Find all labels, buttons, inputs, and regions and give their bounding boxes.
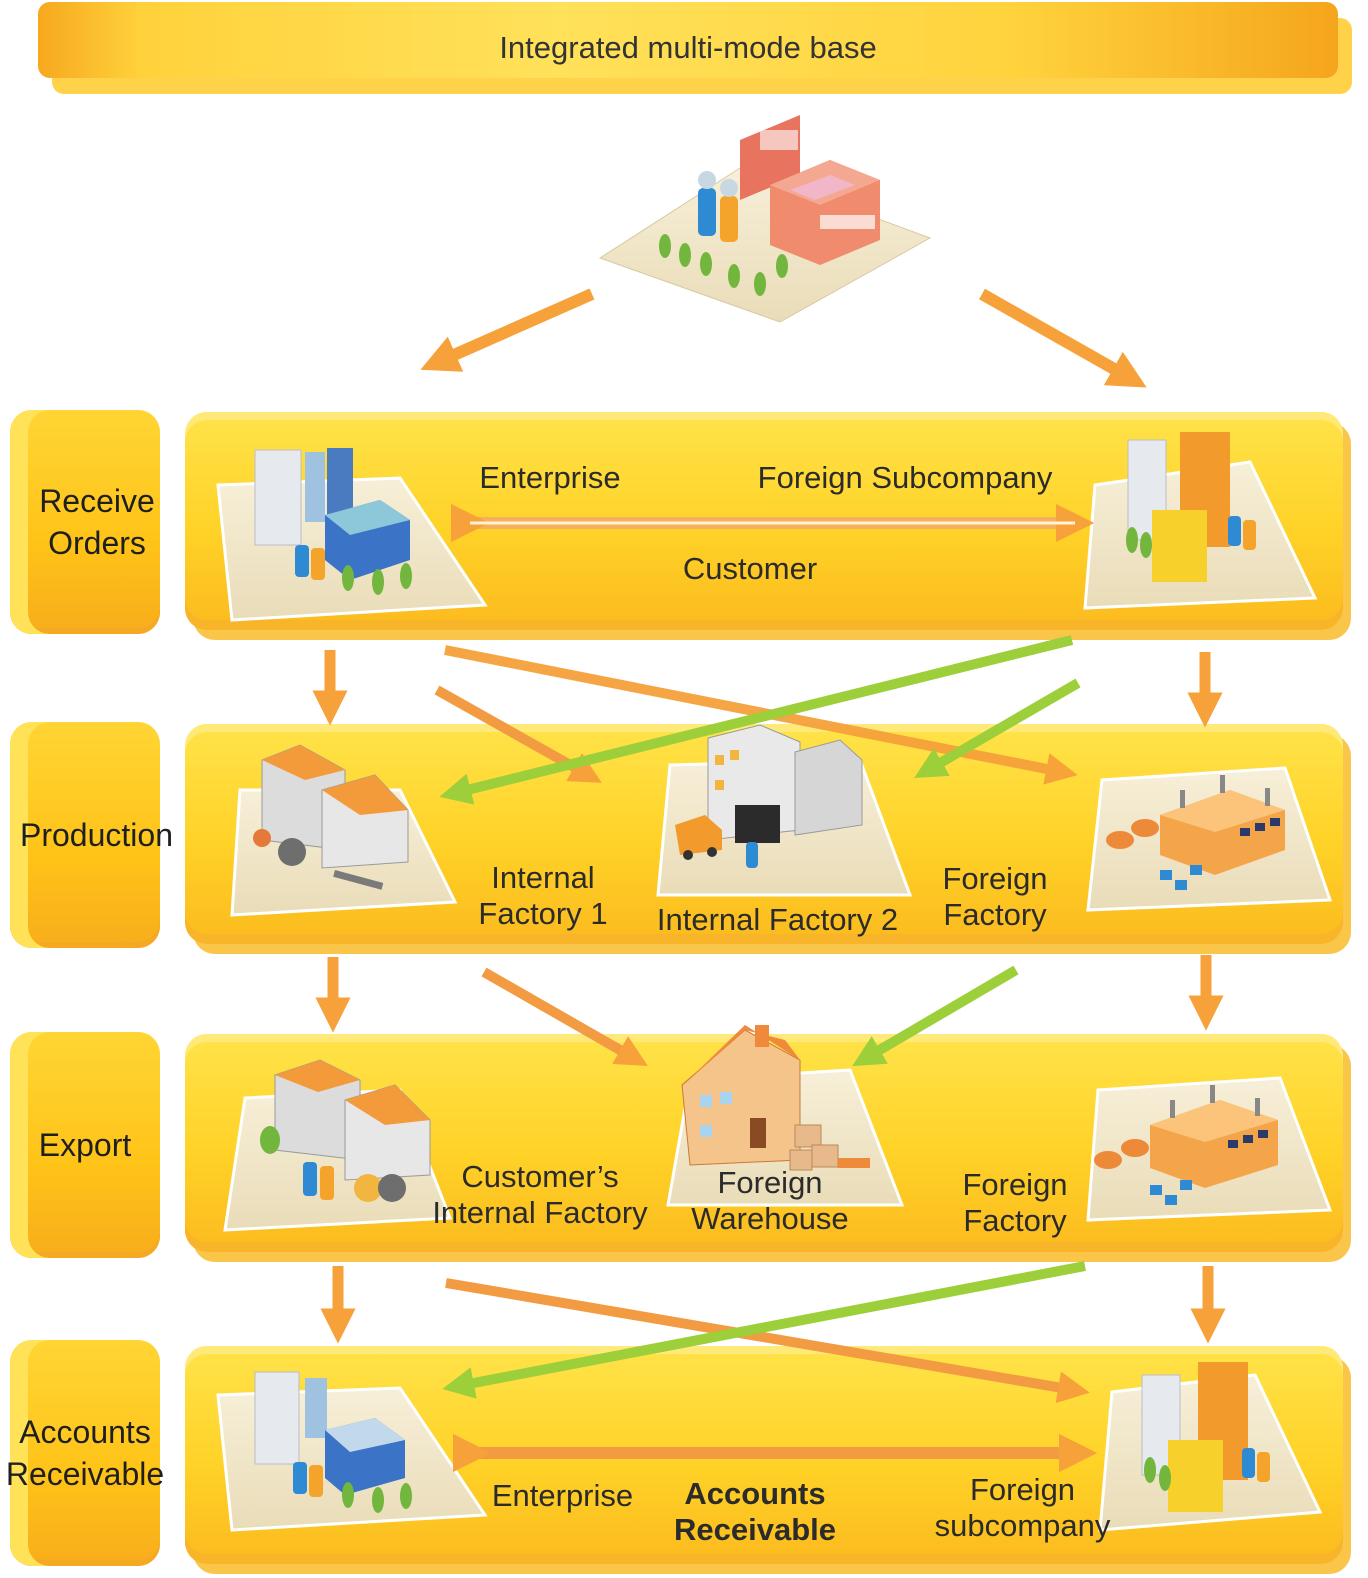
foreign-factory-export-label: Foreign Factory [962, 1167, 1068, 1238]
tab-production-label: Production [20, 817, 173, 853]
arrow-foreign-to-internal-factory-2 [914, 678, 1081, 779]
foreign-factory-illustration [1086, 766, 1333, 912]
arrow-hq-to-foreign [979, 288, 1147, 388]
foreign-subcompany-building-illustration [1083, 432, 1318, 610]
arrow-internal-to-foreign-warehouse [481, 967, 648, 1066]
arrow-hq-to-enterprise [420, 288, 595, 372]
arrow-export-to-enterprise [442, 1261, 1086, 1399]
tab-receive-orders: Receive Orders [10, 410, 160, 634]
enterprise-ar-building-illustration [216, 1371, 488, 1532]
internal-factory-1-illustration [230, 744, 458, 917]
foreign-subcompany-label: Foreign Subcompany [757, 460, 1053, 495]
arrow-enterprise-to-internal-factory-2 [434, 685, 602, 783]
enterprise-building-illustration [216, 448, 488, 622]
internal-factory-2-label: Internal Factory 2 [656, 902, 899, 937]
foreign-warehouse-illustration [666, 1025, 905, 1207]
internal-factory-1-label: Internal Factory 1 [478, 860, 608, 931]
foreign-factory-label: Foreign Factory [942, 861, 1048, 932]
page-title: Integrated multi-mode base [499, 30, 877, 65]
header-banner: Integrated multi-mode base [38, 2, 1338, 78]
foreign-factory-export-illustration [1086, 1076, 1333, 1222]
tab-export: Export [10, 1032, 160, 1258]
tab-production: Production [10, 722, 173, 948]
tab-accounts-receivable-label: Accounts Receivable [5, 1414, 165, 1492]
arrow-foreign-factory-to-warehouse [852, 965, 1019, 1067]
headquarters-illustration [598, 115, 932, 323]
enterprise-label: Enterprise [479, 460, 621, 495]
arrow-foreign-to-internal-factory-1 [439, 635, 1074, 805]
arrow-export-to-foreign-subcompany [445, 1278, 1090, 1404]
customers-internal-factory-label: Customer’s Internal Factory [432, 1159, 648, 1230]
tab-accounts-receivable: Accounts Receivable [6, 1340, 164, 1566]
accounts-receivable-label: Accounts Receivable [674, 1476, 836, 1547]
internal-factory-2-illustration [656, 724, 913, 897]
customer-label: Customer [682, 551, 818, 586]
enterprise-ar-label: Enterprise [491, 1478, 634, 1513]
foreign-subcompany-ar-building-illustration [1098, 1362, 1323, 1532]
tab-receive-orders-label: Receive Orders [39, 483, 155, 561]
vertical-arrows [312, 650, 1226, 1344]
foreign-subcompany-ar-label: Foreign subcompany [934, 1472, 1111, 1543]
customers-internal-factory-illustration [223, 1059, 453, 1232]
tab-export-label: Export [38, 1127, 132, 1163]
foreign-warehouse-label: Foreign Warehouse [691, 1165, 849, 1236]
